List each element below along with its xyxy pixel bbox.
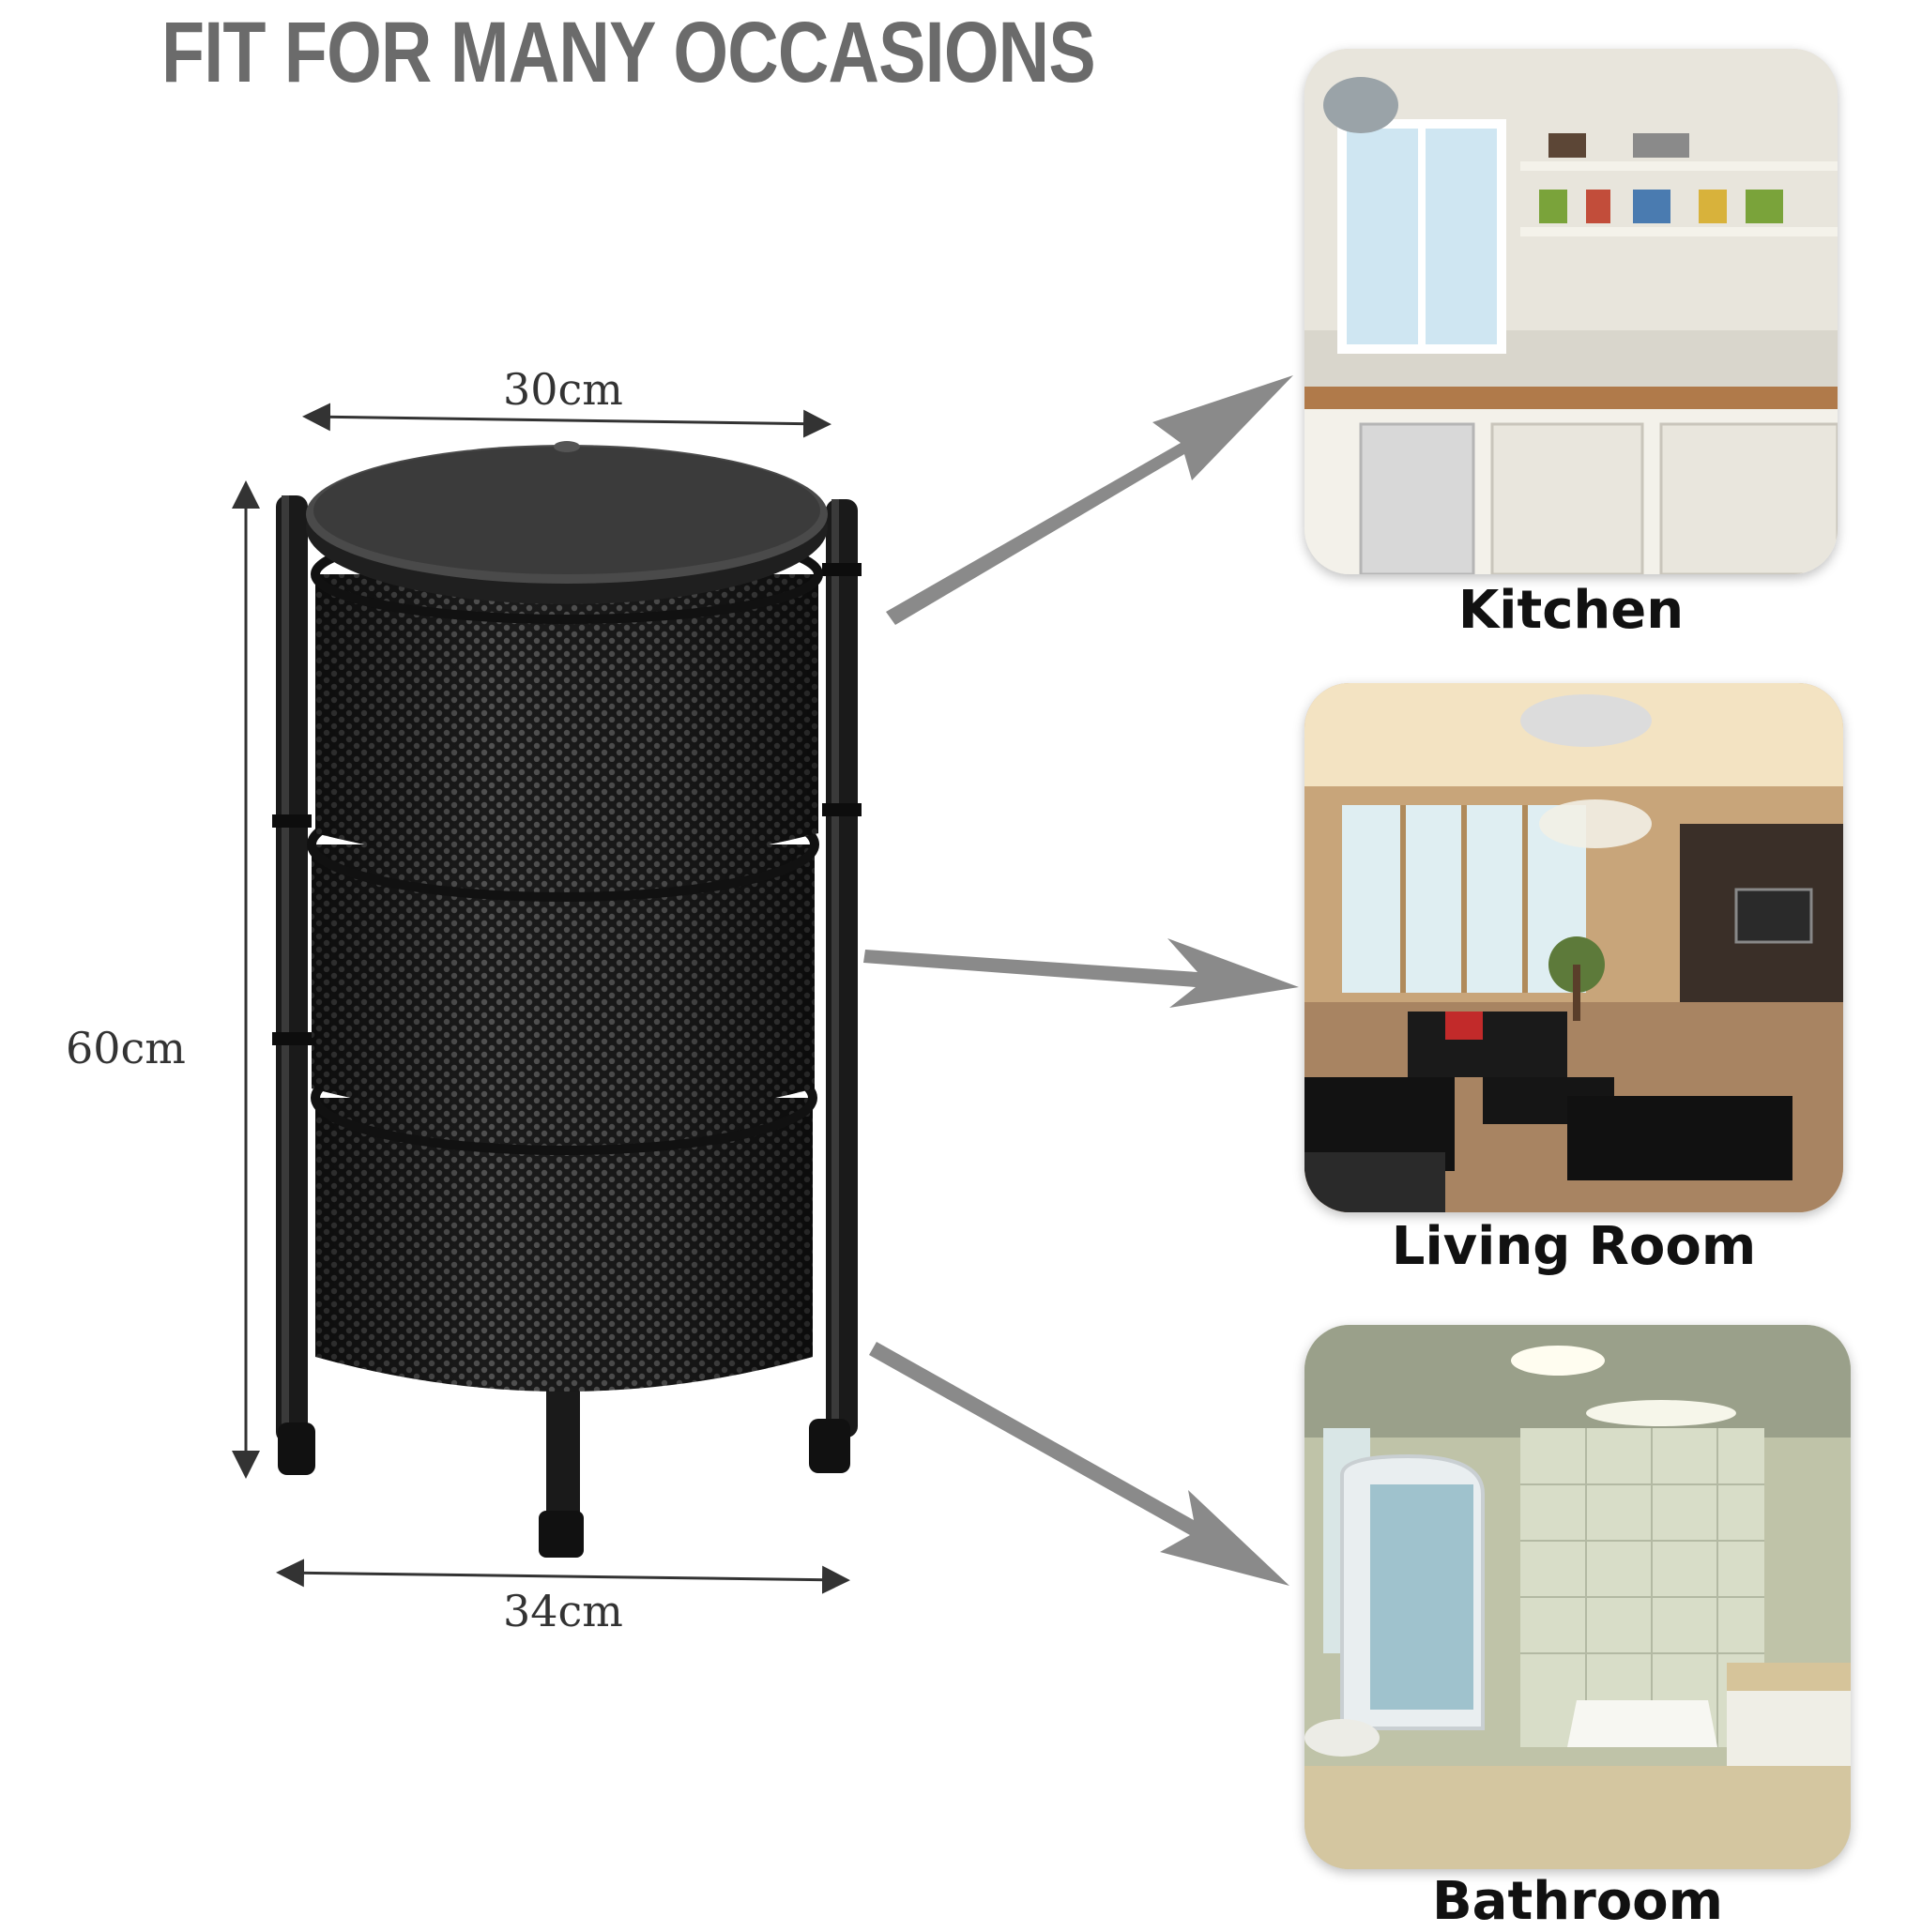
arrow-to-bathroom <box>869 1342 1289 1586</box>
rack-pole-left <box>276 495 308 1443</box>
kitchen-photo <box>1304 49 1838 574</box>
living-room-photo <box>1304 683 1843 1212</box>
rack-lid <box>306 441 828 604</box>
dimension-top-width: 30cm <box>503 364 623 415</box>
headline: FIT FOR MANY OCCASIONS <box>161 5 1096 100</box>
rack-pole-right <box>826 499 858 1438</box>
rack-tier-top <box>311 525 823 865</box>
room-label-bathroom: Bathroom <box>1431 1871 1724 1932</box>
room-label-living-room: Living Room <box>1391 1216 1757 1277</box>
top-width-line <box>302 403 831 438</box>
dimension-bottom-width: 34cm <box>503 1586 623 1636</box>
arrows <box>863 375 1299 1586</box>
rack-tier-middle <box>307 787 819 1121</box>
arrow-to-living <box>863 938 1299 1008</box>
arrow-to-kitchen <box>886 375 1293 625</box>
dimension-height: 60cm <box>66 1023 186 1073</box>
room-label-kitchen: Kitchen <box>1457 580 1685 641</box>
bottom-width-line <box>276 1559 850 1594</box>
bathroom-photo <box>1304 1325 1851 1869</box>
